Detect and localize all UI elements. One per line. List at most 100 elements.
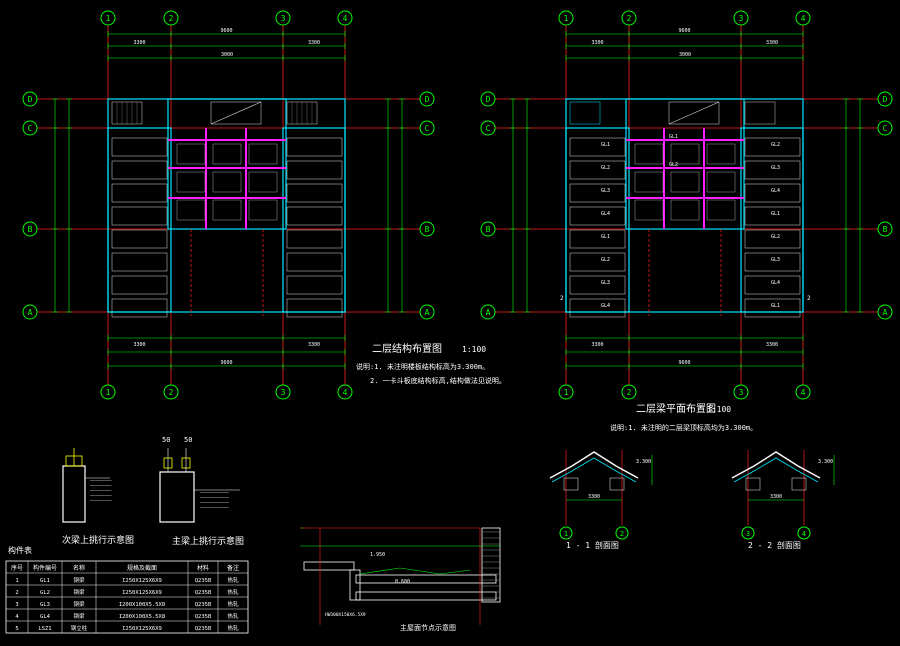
- roof-profile: [731, 451, 821, 479]
- center-panel: [212, 171, 242, 193]
- slab-panel: [286, 298, 343, 318]
- slab-panel: [569, 206, 626, 226]
- dim-text: 9600: [220, 28, 232, 34]
- dim-text: 9600: [678, 28, 690, 34]
- axis-bubble-left-D: [480, 91, 496, 107]
- slab-panel: [569, 137, 626, 157]
- axis-label-right: D: [425, 95, 430, 104]
- detail-note: ————————————: [200, 505, 229, 510]
- axis-label-left: C: [486, 124, 491, 133]
- axis-label-left: B: [28, 225, 33, 234]
- table-cell: 钢梁: [73, 576, 85, 584]
- table-cell: 5: [15, 626, 18, 632]
- dim-text: 9600: [220, 360, 232, 366]
- table-cell: Q235B: [195, 590, 212, 596]
- right-wing: [740, 127, 804, 313]
- table-header-cell: 构件编号: [33, 564, 57, 572]
- slab-panel: [744, 183, 801, 203]
- dim-text: 3300: [591, 342, 603, 348]
- axis-label-bottom: 4: [343, 388, 348, 397]
- table-cell: 钢梁: [73, 588, 85, 596]
- axis-label-top: 3: [281, 14, 286, 23]
- floor-slab-lower: [355, 591, 497, 601]
- center-panel: [176, 143, 206, 165]
- section-mark: 2: [807, 295, 811, 302]
- axis-bubble-bottom-4: [337, 384, 353, 400]
- slab-panel: [744, 160, 801, 180]
- brick-wall: [481, 527, 501, 603]
- axis-bubble-top-4: [795, 10, 811, 26]
- axis-bubble-right-A: [419, 304, 435, 320]
- axis-bubble-left-B: [480, 221, 496, 237]
- center-panel: [248, 199, 278, 221]
- section-2-2-title: 2 - 2 剖面图: [748, 540, 801, 550]
- slab-panel: [744, 137, 801, 157]
- detail-note: —————————: [90, 493, 112, 498]
- axis-label-bottom: 3: [739, 388, 744, 397]
- center-panel: [634, 199, 664, 221]
- detail1-beam: [62, 465, 86, 523]
- fill-profile: [359, 567, 471, 575]
- axis-label-bottom: 4: [801, 388, 806, 397]
- floor-slab: [355, 574, 497, 584]
- slab-panel: [111, 206, 168, 226]
- axis-bubble-right-B: [419, 221, 435, 237]
- right-plan-note: 说明:1. 未注明的二层梁顶标高均为3.300m。: [610, 423, 757, 432]
- axis-label-bottom: 2: [169, 388, 174, 397]
- beam-label: GL1: [771, 211, 780, 217]
- center-panel: [634, 143, 664, 165]
- table-header-cell: 材料: [197, 564, 209, 572]
- beam-label: GL2: [669, 162, 678, 168]
- dim-text: 3000: [679, 52, 691, 58]
- level-text: 3.300: [818, 459, 833, 465]
- axis-label-left: A: [486, 308, 491, 317]
- beam-label: GL3: [601, 188, 610, 194]
- table-cell: 4: [15, 614, 19, 620]
- table-cell: GL3: [40, 602, 50, 608]
- center-panel: [176, 199, 206, 221]
- table-header-cell: 名称: [73, 564, 85, 572]
- dim-text: 3300: [133, 40, 145, 46]
- axis-bubble-bottom-1: [558, 384, 574, 400]
- table-cell: 钢梁: [73, 600, 85, 608]
- axis-bubble-bottom-2: [621, 384, 637, 400]
- detail-note: —————————: [90, 488, 112, 493]
- beam-label: GL1: [601, 234, 610, 240]
- axis-label-top: 3: [739, 14, 744, 23]
- beam-label: GL4: [601, 303, 610, 309]
- left-plan-note2: 2. 一卡斗板底结构标高,结构做法见说明。: [370, 376, 506, 385]
- left-wing: [565, 127, 630, 313]
- detail-note: ————————————: [200, 495, 229, 500]
- axis-bubble-right-A: [877, 304, 893, 320]
- axis-bubble-bottom-2: [163, 384, 179, 400]
- dim-text: 3300: [308, 342, 320, 348]
- center-panel: [248, 143, 278, 165]
- table-cell: I250X125X6X9: [122, 578, 162, 584]
- right-plan-scale: 1:100: [707, 405, 731, 414]
- stair-box: [668, 101, 720, 125]
- section-axis-bubble: [615, 526, 629, 540]
- center-panel: [634, 171, 664, 193]
- beam-label: GL4: [771, 280, 780, 286]
- section-axis-label: 4: [802, 530, 806, 538]
- axis-label-right: A: [883, 308, 888, 317]
- section-member: [563, 477, 579, 491]
- axis-bubble-bottom-4: [795, 384, 811, 400]
- slab-panel: [286, 252, 343, 272]
- roof-inner: [733, 457, 819, 483]
- axis-label-top: 4: [801, 14, 806, 23]
- table-cell: 热轧: [227, 588, 239, 596]
- table-cell: 钢立柱: [71, 624, 88, 632]
- axis-bubble-bottom-1: [100, 384, 116, 400]
- axis-label-top: 2: [169, 14, 174, 23]
- stair-box: [210, 101, 262, 125]
- dim-text: 3300: [133, 342, 145, 348]
- top-cell: [569, 101, 601, 125]
- slab-panel: [286, 160, 343, 180]
- table-caption: 构件表: [8, 545, 32, 555]
- axis-label-left: A: [28, 308, 33, 317]
- slab-panel: [744, 206, 801, 226]
- beam-label: GL2: [771, 142, 780, 148]
- detail-note: —————————: [90, 478, 112, 483]
- beam-label: GL3: [771, 165, 780, 171]
